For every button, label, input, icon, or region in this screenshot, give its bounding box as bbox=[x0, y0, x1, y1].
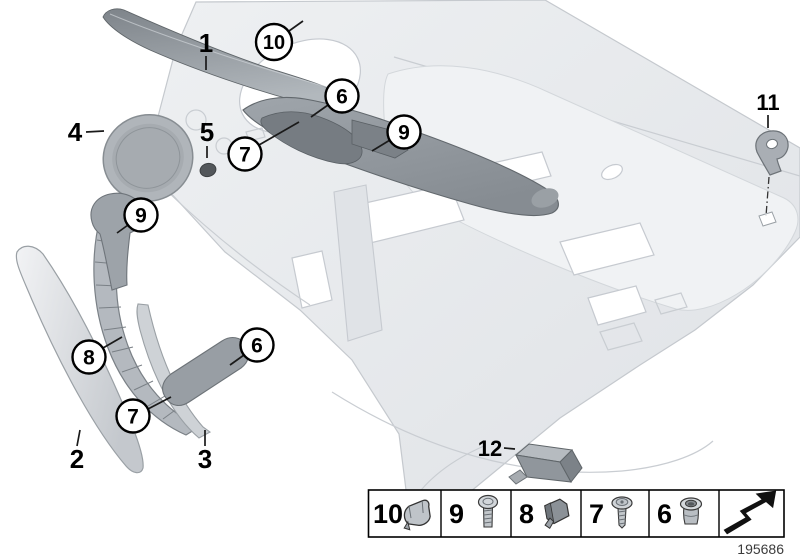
svg-text:6: 6 bbox=[336, 86, 348, 109]
frame-cutout bbox=[559, 222, 655, 276]
legend-item-7[interactable]: 7 bbox=[589, 496, 633, 529]
callouts: 1 10 6 7 9 4 bbox=[68, 20, 780, 474]
svg-text:9: 9 bbox=[398, 122, 410, 145]
callout-7-top[interactable]: 7 bbox=[227, 121, 300, 172]
callout-7-bottom[interactable]: 7 bbox=[115, 396, 172, 434]
bracket bbox=[599, 322, 643, 351]
part-carrier-blade bbox=[136, 303, 212, 439]
svg-text:9: 9 bbox=[135, 205, 147, 228]
callout-1[interactable]: 1 bbox=[199, 28, 213, 70]
part-cylinder-insert bbox=[162, 336, 251, 407]
callout-8[interactable]: 8 bbox=[71, 336, 123, 375]
legend-item-9[interactable]: 9 bbox=[449, 494, 499, 530]
inner-edge-line bbox=[167, 191, 311, 306]
callout-5[interactable]: 5 bbox=[200, 117, 214, 158]
svg-text:9: 9 bbox=[449, 499, 464, 529]
legend-item-10[interactable]: 10 bbox=[373, 499, 434, 531]
svg-text:7: 7 bbox=[127, 406, 139, 429]
callout-12[interactable]: 12 bbox=[478, 436, 516, 461]
svg-text:1: 1 bbox=[199, 28, 213, 58]
part-hook-clip bbox=[755, 130, 789, 217]
callout-6-top[interactable]: 6 bbox=[310, 78, 360, 118]
pan-head-screw-icon bbox=[477, 494, 499, 528]
callout-11[interactable]: 11 bbox=[756, 90, 780, 128]
svg-text:4: 4 bbox=[68, 117, 83, 147]
svg-text:7: 7 bbox=[239, 144, 251, 167]
callout-3[interactable]: 3 bbox=[198, 430, 212, 474]
svg-text:2: 2 bbox=[70, 444, 84, 474]
callout-2[interactable]: 2 bbox=[70, 429, 84, 474]
legend-item-6[interactable]: 6 bbox=[657, 497, 703, 529]
svg-text:11: 11 bbox=[756, 90, 779, 115]
legend-table: 10 9 8 bbox=[367, 489, 785, 538]
svg-text:10: 10 bbox=[263, 32, 285, 54]
callout-9-top[interactable]: 9 bbox=[371, 114, 422, 152]
callout-4[interactable]: 4 bbox=[68, 117, 105, 147]
svg-text:8: 8 bbox=[519, 499, 534, 529]
svg-text:7: 7 bbox=[589, 499, 604, 529]
callout-6-bottom[interactable]: 6 bbox=[229, 327, 275, 366]
expansion-clip-icon bbox=[544, 498, 570, 530]
part-door-pull-handle bbox=[242, 96, 559, 217]
callout-9-left[interactable]: 9 bbox=[116, 197, 159, 234]
svg-text:3: 3 bbox=[198, 444, 212, 474]
part-grommet bbox=[199, 162, 217, 178]
part-courtesy-lamp bbox=[508, 443, 583, 485]
frame-pillar bbox=[333, 184, 383, 342]
bracket bbox=[654, 292, 688, 315]
svg-text:6: 6 bbox=[251, 335, 263, 358]
legend-continue-arrow[interactable] bbox=[723, 490, 777, 535]
legend-cell-dividers bbox=[440, 490, 720, 537]
legend-item-8[interactable]: 8 bbox=[519, 498, 570, 530]
spring-clip-icon bbox=[403, 499, 431, 531]
handle-end-cap bbox=[531, 188, 559, 208]
callout-10[interactable]: 10 bbox=[254, 20, 304, 62]
mount-hole bbox=[185, 109, 207, 131]
part-speaker-cover bbox=[102, 114, 194, 202]
svg-text:10: 10 bbox=[373, 499, 403, 529]
frame-cutout bbox=[587, 285, 647, 326]
handle-recess bbox=[260, 111, 363, 165]
svg-text:8: 8 bbox=[83, 347, 95, 370]
frame-cutout bbox=[291, 250, 333, 309]
hook-mount-slot bbox=[758, 211, 777, 227]
frame-cutout bbox=[601, 163, 623, 181]
drawing-number: 195686 bbox=[737, 541, 784, 557]
svg-text:6: 6 bbox=[657, 499, 672, 529]
svg-text:5: 5 bbox=[200, 117, 214, 147]
svg-text:12: 12 bbox=[478, 436, 502, 461]
flange-screw-icon bbox=[611, 496, 633, 529]
sleeve-nut-icon bbox=[679, 497, 703, 525]
continue-arrow-icon bbox=[723, 490, 777, 535]
